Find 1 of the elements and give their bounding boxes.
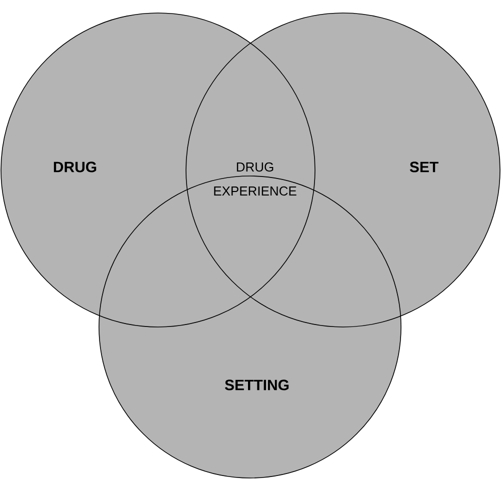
center-label: DRUG EXPERIENCE bbox=[214, 162, 296, 196]
